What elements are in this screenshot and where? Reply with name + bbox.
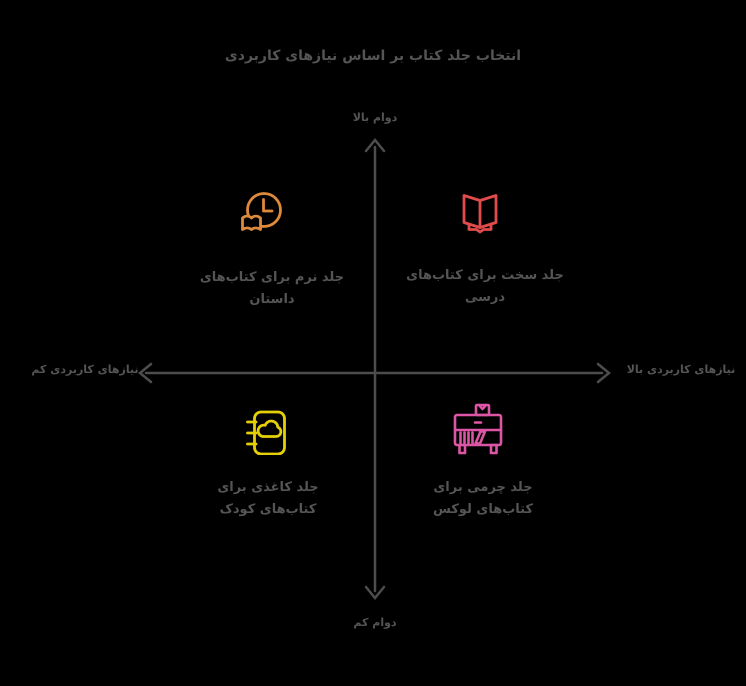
axis-label-top: دوام بالا	[352, 111, 398, 124]
cloud-shape	[256, 419, 283, 438]
axis-label-bottom: دوام کم	[353, 616, 397, 629]
arrow-left-icon	[138, 362, 153, 384]
quadrant-label-line2: داستان	[249, 292, 295, 307]
cabinet-leg	[458, 443, 467, 455]
reading-time-clock-book-icon	[241, 192, 282, 231]
quadrant-label-top-left: جلد نرم برای کتاب‌های داستان	[157, 267, 387, 311]
arrow-right-icon	[596, 362, 611, 384]
quadrant-label-top-right: جلد سخت برای کتاب‌های درسی	[370, 265, 600, 309]
quadrant-label-line2: درسی	[464, 290, 506, 305]
clock-hands	[262, 198, 274, 213]
quadrant-label-line1: جلد کاغذی برای	[217, 480, 319, 495]
cabinet-leg	[489, 443, 498, 455]
quadrant-label-bottom-right: جلد چرمی برای کتاب‌های لوکس	[368, 477, 598, 521]
small-open-book	[241, 214, 262, 231]
quadrant-label-line2: کتاب‌های لوکس	[432, 502, 534, 517]
clock-face	[246, 192, 282, 228]
spiral-notebook-icon	[246, 410, 286, 455]
quadrant-label-line2: کتاب‌های کودک	[219, 502, 317, 517]
quadrant-label-line1: جلد چرمی برای	[433, 480, 533, 495]
book-cabinet-icon	[453, 403, 503, 455]
open-book-icon	[462, 194, 498, 234]
quadrant-label-line1: جلد نرم برای کتاب‌های	[199, 270, 345, 285]
arrow-up-icon	[364, 138, 386, 153]
quadrant-label-line1: جلد سخت برای کتاب‌های	[406, 268, 564, 283]
diagram-title: انتخاب جلد کتاب بر اساس نیازهای کاربردی	[224, 48, 522, 64]
leaning-book	[474, 430, 487, 445]
cabinet-top-notch	[477, 403, 488, 411]
axis-label-left: نیازهای کاربردی کم	[31, 363, 139, 376]
quadrant-label-bottom-left: جلد کاغذی برای کتاب‌های کودک	[153, 477, 383, 521]
axis-label-right: نیازهای کاربردی بالا	[626, 363, 736, 376]
book-base	[467, 223, 493, 234]
axes-lines	[138, 138, 611, 600]
arrow-down-icon	[364, 585, 386, 600]
